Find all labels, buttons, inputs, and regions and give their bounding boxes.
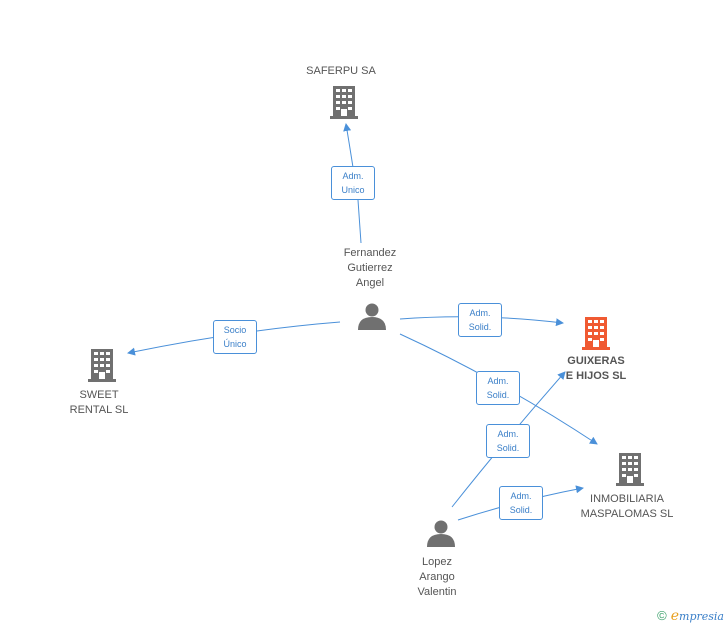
building-icon: [616, 453, 644, 486]
edge-label-fernandez-guixeras[interactable]: Adm. Solid.: [458, 303, 502, 337]
node-label-line: Fernandez: [343, 247, 397, 259]
edge-label-line: Socio: [223, 325, 247, 335]
edge-label-line: Solid.: [509, 505, 533, 515]
edge-label-line: Adm.: [342, 171, 364, 181]
edge-label-line: Adm.: [487, 376, 509, 386]
node-label-line: INMOBILIARIA: [590, 493, 664, 505]
node-label-line: Arango: [419, 571, 455, 583]
person-icon: [427, 520, 455, 547]
edge-label-fernandez-sweet[interactable]: Socio Único: [213, 320, 257, 354]
node-label-line: MASPALOMAS SL: [580, 508, 674, 520]
edge-label-lopez-guixeras[interactable]: Adm. Solid.: [486, 424, 530, 458]
brand-logo-e: e: [670, 608, 680, 624]
node-label-line: Lopez: [422, 556, 452, 568]
brand-footer: ©empresia: [657, 608, 724, 624]
node-label-line: Angel: [355, 277, 385, 289]
node-label-inmobiliaria[interactable]: INMOBILIARIA MASPALOMAS SL: [581, 492, 674, 522]
node-label-line: RENTAL SL: [69, 404, 129, 416]
person-icon: [358, 303, 386, 330]
edge-label-line: Adm.: [497, 429, 519, 439]
edge-label-line: Solid.: [468, 322, 492, 332]
edge-label-line: Adm.: [469, 308, 491, 318]
edge-label-line: Adm.: [510, 491, 532, 501]
copyright-icon: ©: [657, 608, 667, 623]
edge-label-line: Unico: [341, 185, 365, 195]
node-label-line: E HIJOS SL: [565, 370, 627, 382]
edge-label-fernandez-saferpu[interactable]: Adm. Unico: [331, 166, 375, 200]
edge-label-fernandez-inmobiliaria[interactable]: Adm. Solid.: [476, 371, 520, 405]
brand-logo-text: mpresia: [679, 610, 724, 623]
node-label-line: SWEET: [79, 389, 119, 401]
edge-label-line: Único: [223, 339, 247, 349]
node-label-saferpu[interactable]: SAFERPU SA: [306, 64, 376, 79]
building-icon: [88, 349, 116, 382]
node-label-line: GUIXERAS: [567, 355, 625, 367]
node-label-fernandez[interactable]: Fernandez Gutierrez Angel: [344, 246, 397, 291]
node-label-guixeras[interactable]: GUIXERAS E HIJOS SL: [566, 354, 627, 384]
node-label-line: SAFERPU SA: [306, 65, 376, 77]
building-icon: [582, 317, 610, 350]
edge-label-lopez-inmobiliaria[interactable]: Adm. Solid.: [499, 486, 543, 520]
node-label-sweet[interactable]: SWEET RENTAL SL: [70, 388, 129, 418]
building-icon: [330, 86, 358, 119]
node-label-line: Gutierrez: [347, 262, 393, 274]
node-label-lopez[interactable]: Lopez Arango Valentin: [418, 555, 457, 600]
edge-label-line: Solid.: [486, 390, 510, 400]
node-label-line: Valentin: [417, 586, 457, 598]
edge-label-line: Solid.: [496, 443, 520, 453]
